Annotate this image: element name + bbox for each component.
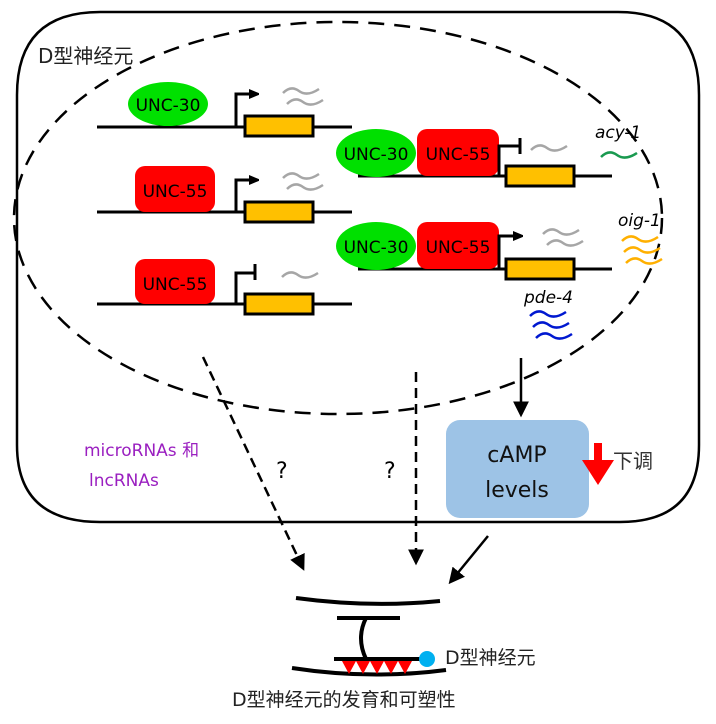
- cell-label: D型神经元: [38, 44, 133, 68]
- transcript-icon: [282, 87, 320, 95]
- pde4-label: pde-4: [523, 288, 573, 308]
- oig1-label: oig-1: [618, 211, 661, 231]
- acy1-transcript-icon: [600, 151, 638, 159]
- unc30-label: UNC-30: [344, 238, 409, 258]
- unc55-protein: [135, 166, 215, 212]
- gene-acy1: UNC-30 UNC-55 acy-1: [336, 123, 641, 188]
- oig1-transcript-icon: [621, 235, 659, 243]
- acy1-label: acy-1: [595, 123, 641, 143]
- cell-outline: [15, 10, 701, 524]
- transcript-icon: [546, 239, 584, 247]
- camp-box: [446, 420, 589, 518]
- camp-label-line2: levels: [485, 478, 549, 503]
- unc30-label: UNC-30: [344, 145, 409, 165]
- unc55-label: UNC-55: [143, 275, 208, 295]
- repression-bar: [497, 138, 522, 176]
- unc55-label: UNC-55: [426, 145, 491, 165]
- unknown-pathway-arrow: [201, 356, 305, 571]
- transcript-icon: [530, 144, 568, 152]
- gene-unc55-repressed: UNC-55: [97, 259, 352, 316]
- downregulation-label: 下调: [613, 449, 653, 473]
- pde4-transcript-icon: [535, 332, 573, 340]
- transcript-icon: [282, 172, 320, 180]
- pde4-transcript-icon: [529, 310, 567, 318]
- promoter-arrow: [234, 94, 255, 127]
- unc30-protein: [336, 129, 416, 177]
- gene-oig1-pde4: UNC-30 UNC-55 oig-1 pde-4: [336, 211, 663, 340]
- gene-box: [243, 114, 315, 138]
- promoter-arrow: [497, 236, 519, 269]
- promoter-arrow: [234, 180, 255, 212]
- noncoding-label-line1: microRNAs 和: [84, 441, 199, 461]
- synapse-label: D型神经元: [445, 647, 536, 669]
- pde4-transcript-icon: [532, 321, 570, 329]
- synapse-icon: [291, 596, 447, 677]
- unc30-protein: [336, 222, 416, 270]
- nucleus-outline: [12, 20, 664, 416]
- camp-label-line1: cAMP: [487, 443, 546, 468]
- noncoding-label-line2: lncRNAs: [89, 471, 159, 491]
- gene-box: [243, 200, 315, 224]
- gene-box: [243, 292, 315, 316]
- gene-box: [504, 164, 576, 188]
- oig1-transcript-icon: [625, 257, 663, 265]
- unc30-protein: [128, 82, 208, 126]
- unc55-protein: [135, 259, 215, 304]
- gene-box: [504, 257, 576, 281]
- d-neuron-dot: [419, 651, 435, 667]
- transcript-icon: [281, 271, 319, 279]
- oig1-transcript-icon: [623, 246, 661, 254]
- unknown-mark: ?: [384, 459, 396, 484]
- transcript-icon: [542, 228, 580, 236]
- unc55-protein: [417, 129, 499, 176]
- downregulation-arrow-icon: [582, 443, 614, 485]
- transcript-icon: [286, 183, 324, 191]
- gene-unc30-active: UNC-30: [97, 82, 352, 138]
- transcript-icon: [286, 98, 324, 106]
- figure-caption: D型神经元的发育和可塑性: [232, 689, 456, 711]
- unknown-mark: ?: [276, 459, 288, 484]
- camp-to-synapse-arrow: [448, 535, 489, 585]
- gene-unc55-active: UNC-55: [97, 166, 352, 224]
- unc55-label: UNC-55: [426, 238, 491, 258]
- unc55-label: UNC-55: [143, 182, 208, 202]
- unc55-protein: [417, 222, 499, 269]
- unc30-label: UNC-30: [136, 96, 201, 116]
- repression-bar: [234, 264, 257, 304]
